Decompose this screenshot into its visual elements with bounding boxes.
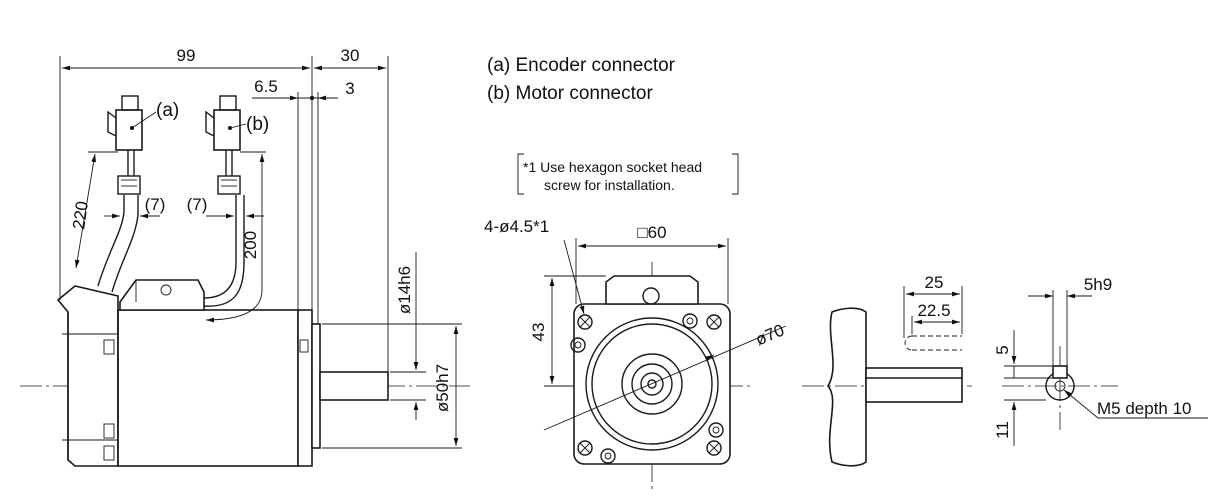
front-view: □60 43 4-ø4.5*1 ø70 — [484, 217, 787, 490]
shaft-end-view: 5h9 5 11 M5 depth 10 — [993, 275, 1208, 446]
detail-shaft — [865, 367, 963, 403]
motor-cable — [203, 95, 245, 307]
dim-holes: 4-ø4.5*1 — [484, 217, 549, 236]
dim-tap: M5 depth 10 — [1097, 399, 1192, 418]
motor-body — [117, 309, 299, 467]
encoder-cover — [56, 285, 119, 467]
dim-key-length-a: 25 — [925, 273, 944, 292]
pcd-circle — [585, 317, 719, 451]
screw — [600, 448, 616, 464]
side-view: (a) (b) 99 30 6.5 3 220 200 (7) — [20, 46, 470, 467]
encoder-connector — [115, 109, 143, 151]
dim-motor-cable-width: (7) — [187, 195, 208, 214]
motor-connector — [213, 109, 241, 151]
note-line-1: *1 Use hexagon socket head — [523, 159, 702, 175]
dim-spigot-dia: ø50h7 — [433, 364, 452, 412]
legend-motor: (b) Motor connector — [487, 83, 653, 104]
motor-tag: (b) — [246, 114, 269, 135]
dim-encoder-cable: 220 — [69, 200, 92, 231]
mounting-hole — [706, 440, 722, 456]
dim-key-height: 11 — [993, 421, 1012, 439]
screw — [708, 422, 724, 438]
dim-height: 43 — [529, 323, 548, 342]
spigot — [311, 323, 321, 449]
screw — [570, 337, 586, 353]
connector-block — [119, 279, 205, 311]
keyway — [1052, 365, 1068, 379]
dim-square: □60 — [637, 223, 666, 242]
flange — [297, 309, 313, 467]
dim-motor-cable: 200 — [241, 231, 260, 259]
screw — [682, 313, 698, 329]
dim-shaft-length: 30 — [341, 46, 360, 65]
mounting-hole — [577, 440, 593, 456]
dim-pcd: ø70 — [753, 320, 787, 349]
dim-flange-offset: 6.5 — [254, 77, 278, 96]
flange-stub — [827, 307, 867, 467]
shaft — [319, 371, 389, 401]
legend-encoder: (a) Encoder connector — [487, 55, 676, 76]
mounting-hole — [577, 314, 593, 330]
mounting-hole — [706, 314, 722, 330]
shaft-detail: 25 22.5 — [802, 273, 972, 467]
dim-key-length-b: 22.5 — [917, 301, 950, 320]
note-line-2: screw for installation. — [544, 177, 675, 193]
front-connector — [605, 275, 699, 305]
encoder-cable — [97, 95, 143, 293]
dim-length: 99 — [177, 46, 196, 65]
dim-flange-thickness: 3 — [345, 79, 354, 98]
dim-key-depth: 5 — [993, 345, 1012, 354]
installation-note: *1 Use hexagon socket head screw for ins… — [517, 153, 739, 195]
dim-key-width: 5h9 — [1084, 275, 1112, 294]
dim-encoder-cable-width: (7) — [145, 195, 166, 214]
dim-shaft-dia: ø14h6 — [395, 266, 414, 314]
encoder-tag: (a) — [156, 100, 179, 121]
